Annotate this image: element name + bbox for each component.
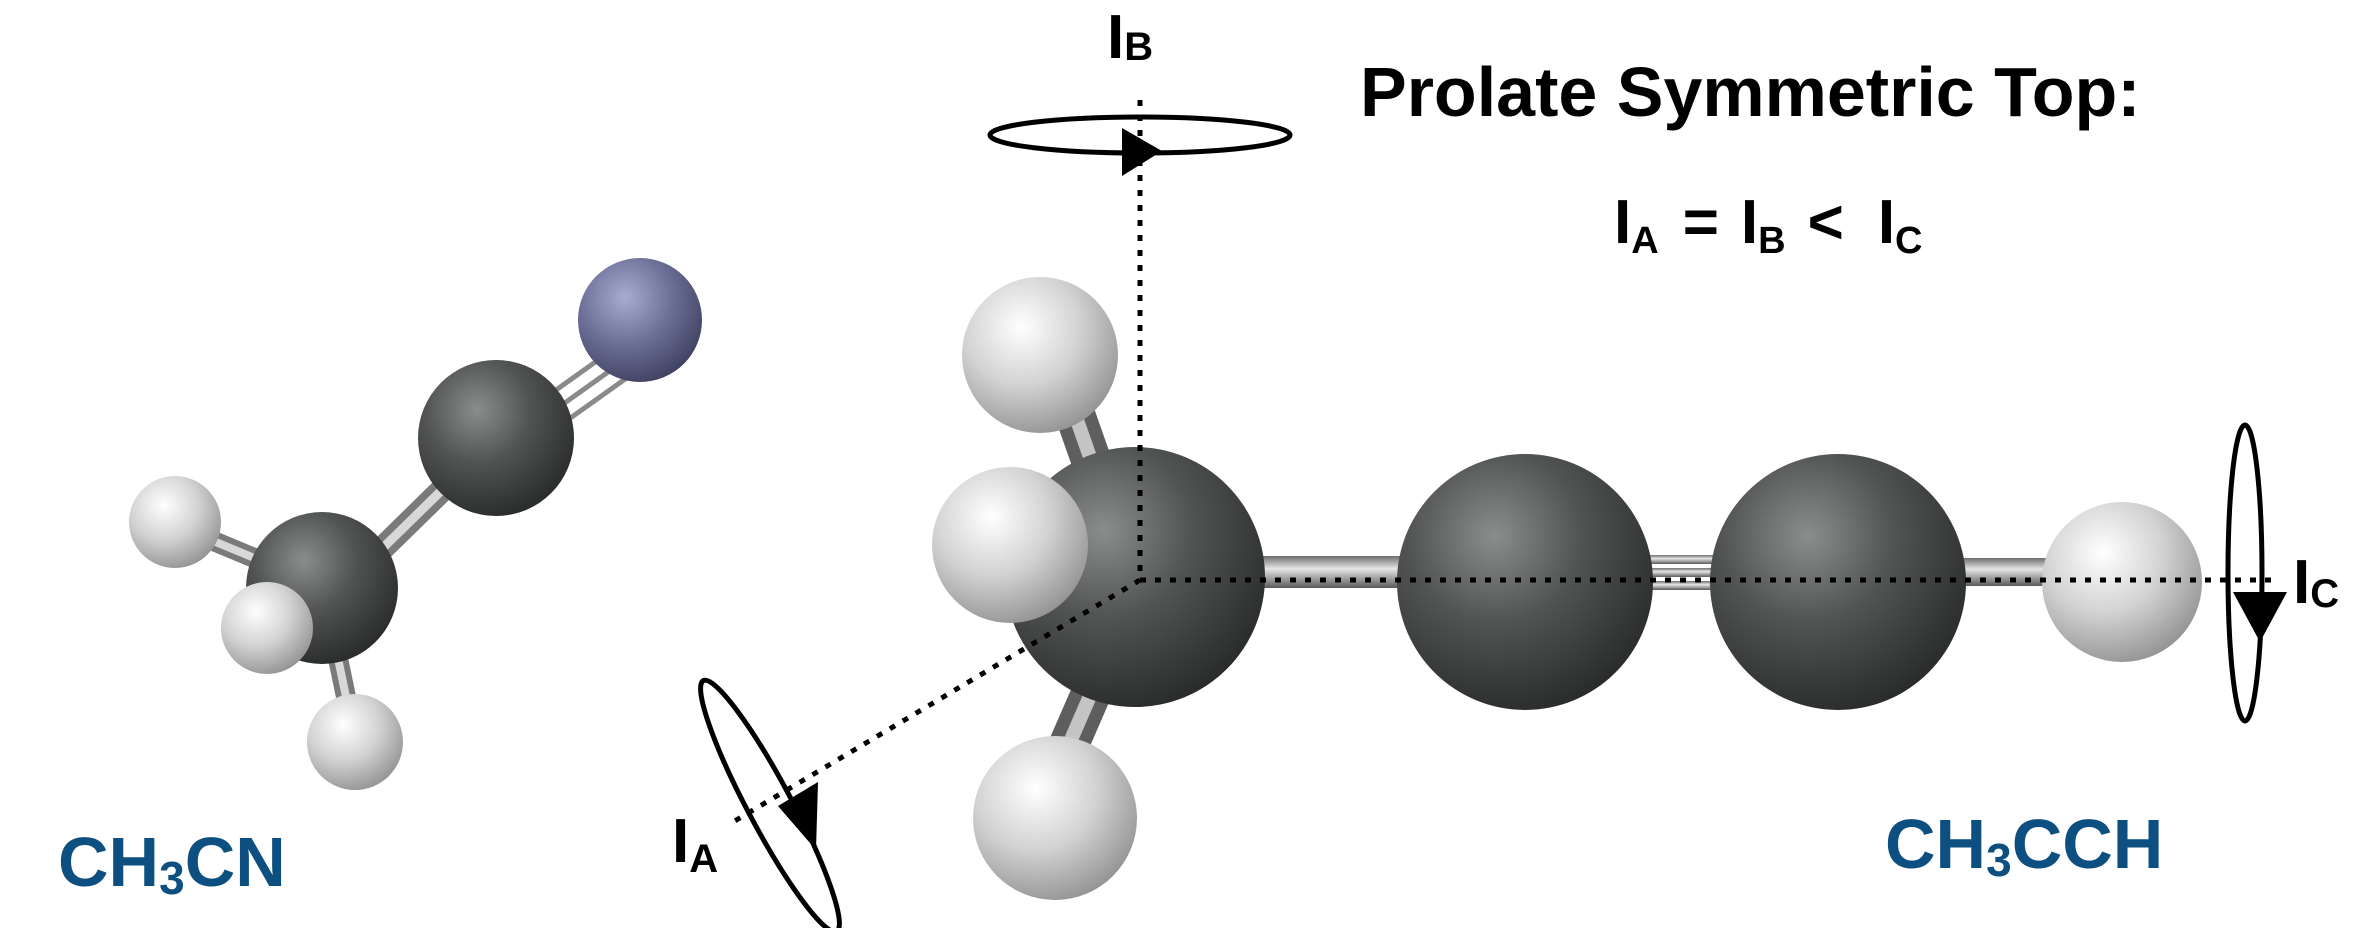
hydrogen-atom — [962, 277, 1118, 433]
axis-c-arrow-icon — [2233, 592, 2287, 642]
hydrogen-atom — [307, 694, 403, 790]
axis-b-label: IB — [1107, 3, 1153, 72]
hydrogen-atom — [129, 476, 221, 568]
carbon-atom — [1710, 454, 1966, 710]
rotation-axes — [726, 100, 2280, 828]
axis-a-line — [726, 577, 1142, 828]
diagram-title: Prolate Symmetric Top: — [1360, 53, 2141, 131]
ch3cn-molecule — [129, 258, 702, 790]
inertia-relation: IA=IB<IC — [1614, 188, 1923, 262]
carbon-atom — [418, 360, 574, 516]
hydrogen-atom — [932, 467, 1088, 623]
molecule-label-ch3cch: CH3CCH — [1885, 805, 2163, 886]
axis-c-rotation-ellipse — [2225, 422, 2265, 724]
axis-a-arrow-icon — [778, 782, 818, 850]
axis-c-label: IC — [2293, 548, 2339, 617]
bond-triple — [1620, 568, 1740, 577]
axis-a-rotation-ellipse — [698, 677, 842, 928]
hydrogen-atom — [973, 736, 1137, 900]
axis-a-label: IA — [672, 807, 718, 881]
hydrogen-atom — [221, 582, 313, 674]
ch3cch-molecule — [932, 277, 2202, 900]
nitrogen-atom — [578, 258, 702, 382]
bond-triple — [1620, 555, 1740, 564]
bond-triple — [1620, 581, 1740, 590]
molecule-label-ch3cn: CH3CN — [58, 823, 286, 904]
carbon-atom — [1397, 454, 1653, 710]
hydrogen-atom — [2042, 502, 2202, 662]
axis-b-arrow-icon — [1122, 128, 1162, 176]
